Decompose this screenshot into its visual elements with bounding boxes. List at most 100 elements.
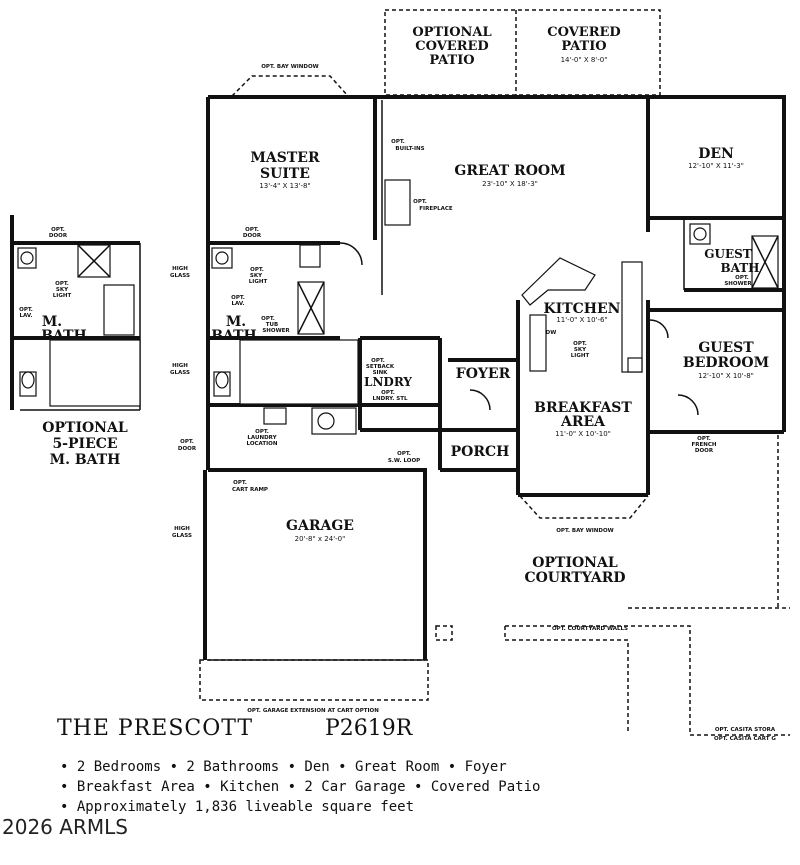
casita-cart-note: OPT. CASITA CART G <box>714 736 776 742</box>
master-suite-label-2: SUITE <box>260 166 310 182</box>
laundry-location-note-3: LOCATION <box>247 441 278 447</box>
optional-5piece-bath-inset <box>10 215 141 411</box>
guest-bedroom-label-2: BEDROOM <box>683 355 769 371</box>
kitchen-sky-light-note-2: SKY <box>574 347 587 353</box>
courtyard-walls <box>504 435 790 736</box>
dishwasher-note: DW <box>546 330 557 336</box>
french-door-note-3: DOOR <box>695 448 714 454</box>
optional-5piece-label-2: 5-PIECE <box>52 436 117 452</box>
french-door-note-2: FRENCH <box>692 442 717 448</box>
optional-courtyard-label-2: COURTYARD <box>524 570 625 586</box>
sw-loop-note-2: S.W. LOOP <box>388 458 420 464</box>
opt-lav-note-2: LAV. <box>231 301 244 307</box>
covered-patio-label-1: COVERED <box>547 25 620 40</box>
courtyard-walls-note: OPT. COURTYARD WALLS <box>552 626 628 632</box>
main-house-walls <box>206 95 786 497</box>
kitchen-sky-light-note-3: LIGHT <box>571 353 590 359</box>
high-glass-1-note-1: HIGH <box>172 266 188 272</box>
m-bath-label-1: M. <box>226 314 246 330</box>
laundry-sub-note-2: LNDRY. STL <box>373 396 408 402</box>
covered-patio-dimensions: 14'-0" X 8'-0" <box>561 56 608 64</box>
master-suite-dimensions: 13'-4" X 13'-8" <box>259 182 310 190</box>
setback-note-1: OPT. <box>371 358 385 364</box>
fireplace-note-2: FIREPLACE <box>419 206 453 212</box>
built-ins-note-1: OPT. <box>391 139 405 145</box>
den-label: DEN <box>698 146 734 162</box>
high-glass-3-note-1: HIGH <box>174 526 190 532</box>
setback-note-3: SINK <box>373 370 389 376</box>
alt-sky-light-note-2: SKY <box>56 287 69 293</box>
feature-line: • Approximately 1,836 liveable square fe… <box>60 799 415 815</box>
opt-lav-note-1: OPT. <box>231 295 245 301</box>
casita-storage-note: OPT. CASITA STORA <box>715 727 776 733</box>
fixtures <box>211 179 779 435</box>
alt-opt-lav-note-1: OPT. <box>19 307 33 313</box>
built-ins-note-2: BUILT-INS <box>395 146 424 152</box>
feature-line: • 2 Bedrooms • 2 Bathrooms • Den • Great… <box>60 759 507 775</box>
optional-5piece-label-1: OPTIONAL <box>42 420 128 436</box>
opt-door-left-note-1: OPT. <box>180 439 194 445</box>
laundry-sub-note-1: OPT. <box>381 390 395 396</box>
guest-bedroom-label-1: GUEST <box>698 340 754 356</box>
alt-m-bath-label-1: M. <box>42 314 62 330</box>
great-room-label: GREAT ROOM <box>454 163 565 179</box>
m-bath-label-2: BATH <box>211 328 257 344</box>
alt-opt-door-note-2: DOOR <box>49 233 68 239</box>
breakfast-area-label-2: AREA <box>560 414 606 430</box>
master-sky-light-note-1: OPT. <box>250 267 264 273</box>
optional-courtyard-label-1: OPTIONAL <box>532 555 618 571</box>
french-door-note-1: OPT. <box>697 436 711 442</box>
great-room-dimensions: 23'-10" X 18'-3" <box>482 180 538 188</box>
master-door-note-2: DOOR <box>243 233 262 239</box>
cart-ramp-note-2: CART RAMP <box>232 487 268 493</box>
breakfast-area-dimensions: 11'-0" X 10'-10" <box>555 430 611 438</box>
master-suite-label-1: MASTER <box>250 150 320 166</box>
plan-title: THE PRESCOTT <box>57 716 254 741</box>
cart-ramp-note-1: OPT. <box>233 480 247 486</box>
alt-sky-light-note-1: OPT. <box>55 281 69 287</box>
fireplace-note-1: OPT. <box>413 199 427 205</box>
guest-bedroom-dimensions: 12'-10" X 10'-8" <box>698 372 754 380</box>
laundry-label: LNDRY <box>364 375 412 389</box>
covered-patio-label-2: PATIO <box>561 39 606 54</box>
tub-shower-note-3: SHOWER <box>262 328 290 334</box>
plan-code: P2619R <box>325 716 413 741</box>
guest-shower-note-2: SHOWER <box>724 281 752 287</box>
bay-window-bottom-note: OPT. BAY WINDOW <box>556 528 613 534</box>
feature-line: • Breakfast Area • Kitchen • 2 Car Garag… <box>60 779 541 795</box>
garage-dimensions: 20'-8" x 24'-0" <box>295 535 346 543</box>
plan-features-list: • 2 Bedrooms • 2 Bathrooms • Den • Great… <box>60 757 540 817</box>
alt-opt-door-note-1: OPT. <box>51 227 65 233</box>
high-glass-2-note-1: HIGH <box>172 363 188 369</box>
door-swings <box>339 242 699 416</box>
foyer-label: FOYER <box>456 366 511 382</box>
guest-bath-label-1: GUEST <box>704 247 752 261</box>
tub-shower-note-2: TUB <box>266 322 278 328</box>
alt-m-bath-label-2: BATH <box>41 328 87 344</box>
high-glass-2-note-2: GLASS <box>170 370 190 376</box>
master-sky-light-note-3: LIGHT <box>249 279 268 285</box>
high-glass-3-note-2: GLASS <box>172 533 192 539</box>
opt-door-left-note-2: DOOR <box>178 446 197 452</box>
garage-label: GARAGE <box>286 518 354 534</box>
optional-covered-patio-label-2: COVERED <box>415 39 488 54</box>
bay-window-top-note: OPT. BAY WINDOW <box>261 64 318 70</box>
bay-window-bottom <box>519 495 649 519</box>
setback-note-2: SETBACK <box>366 364 395 370</box>
optional-covered-patio-label-1: OPTIONAL <box>412 25 491 40</box>
kitchen-sky-light-note-1: OPT. <box>573 341 587 347</box>
master-sky-light-note-2: SKY <box>250 273 263 279</box>
optional-5piece-label-3: M. BATH <box>50 452 121 468</box>
guest-bath-label-2: BATH <box>720 261 759 275</box>
garage-extension-note: OPT. GARAGE EXTENSION AT CART OPTION <box>247 708 379 714</box>
porch-label: PORCH <box>451 444 510 460</box>
high-glass-1-note-2: GLASS <box>170 273 190 279</box>
laundry-location-note-1: OPT. <box>255 429 269 435</box>
kitchen-dimensions: 11'-0" X 10'-6" <box>556 316 607 324</box>
kitchen-label: KITCHEN <box>544 301 621 317</box>
garage-walls <box>199 468 453 701</box>
bay-window-top <box>231 75 349 97</box>
laundry-location-note-2: LAUNDRY <box>247 435 277 441</box>
den-dimensions: 12'-10" X 11'-3" <box>688 162 744 170</box>
